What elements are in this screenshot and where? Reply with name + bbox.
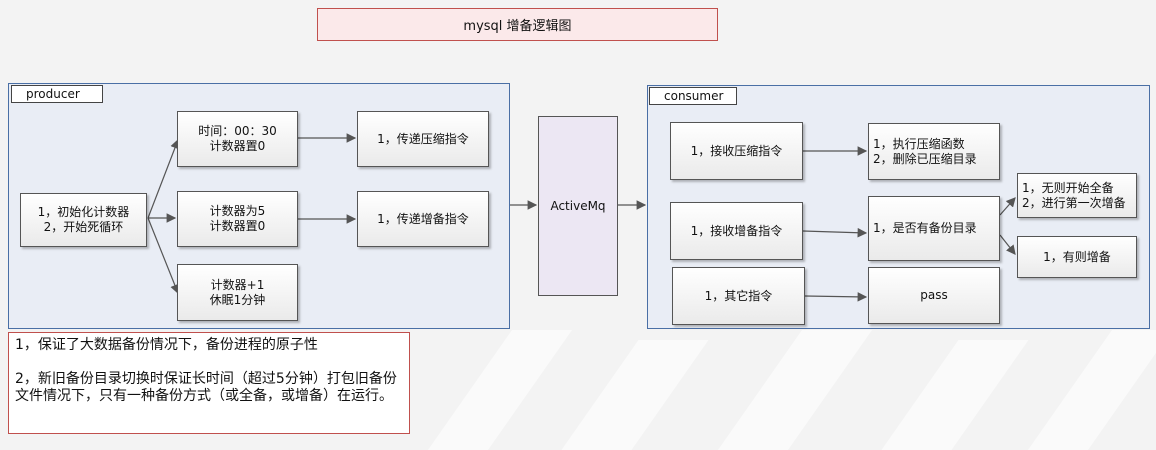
edge-init-to-time	[147, 138, 180, 219]
producer-sleep-branch-node: 计数器+1 休眠1分钟	[177, 264, 298, 321]
check-backup-dir-node: 1，是否有备份目录	[868, 196, 1000, 261]
activemq-node: ActiveMq	[538, 116, 618, 296]
diagram-title: mysql 增备逻辑图	[317, 8, 718, 41]
has-backup-dir-node: 1，有则增备	[1017, 236, 1137, 278]
edge-recv-other-to-pass	[804, 292, 868, 302]
recv-incremental-node: 1，接收增备指令	[670, 202, 803, 260]
no-backup-dir-node: 1，无则开始全备 2，进行第一次增备	[1017, 173, 1137, 218]
producer-init-node: 1，初始化计数器 2，开始死循环	[20, 193, 147, 247]
edge-init-to-sleep	[147, 217, 180, 295]
recv-compress-node: 1，接收压缩指令	[670, 122, 803, 180]
send-compress-node: 1，传递压缩指令	[357, 111, 489, 167]
send-incremental-node: 1，传递增备指令	[357, 191, 489, 247]
note-box: 1，保证了大数据备份情况下，备份进程的原子性 2，新旧备份目录切换时保证长时间（…	[8, 332, 410, 434]
producer-label: producer	[11, 85, 103, 103]
edge-check-to-nodir	[999, 197, 1016, 216]
producer-time-branch-node: 时间：00：30 计数器置0	[177, 111, 298, 167]
edge-recv-incremental-to-check	[802, 227, 868, 238]
pass-node: pass	[868, 267, 1000, 324]
consumer-label: consumer	[649, 87, 737, 105]
producer-count5-branch-node: 计数器为5 计数器置0	[177, 191, 298, 247]
recv-other-node: 1，其它指令	[672, 267, 805, 325]
exec-compress-node: 1，执行压缩函数 2，删除已压缩目录	[868, 123, 1000, 180]
edge-check-to-hasdir	[999, 234, 1016, 255]
